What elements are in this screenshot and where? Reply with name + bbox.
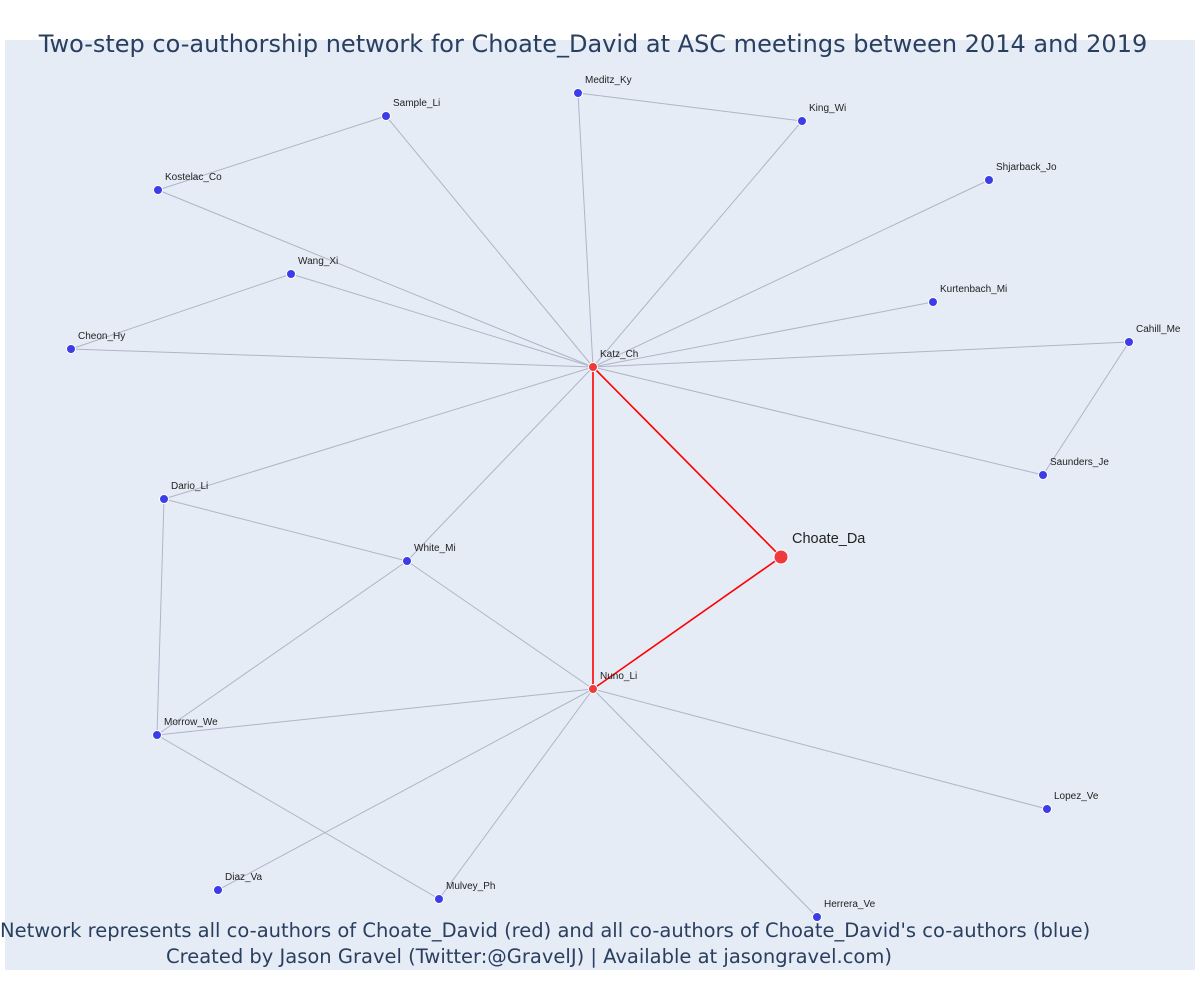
- node-Saunders_Je[interactable]: Saunders_Je: [1038, 457, 1110, 480]
- node-label: Nuno_Li: [600, 671, 637, 682]
- node-label: King_Wi: [809, 103, 846, 114]
- footer-credit: Created by Jason Gravel (Twitter:@Gravel…: [166, 945, 892, 968]
- node-marker[interactable]: [1124, 337, 1134, 347]
- node-marker[interactable]: [152, 730, 162, 740]
- edge-Nuno_Li-Diaz_Va: [217, 688, 594, 891]
- node-label: White_Mi: [414, 543, 456, 554]
- node-Herrera_Ve[interactable]: Herrera_Ve: [812, 899, 876, 922]
- node-Dario_Li[interactable]: Dario_Li: [159, 481, 209, 504]
- node-label: Dario_Li: [171, 481, 208, 492]
- node-marker[interactable]: [773, 549, 789, 565]
- node-label: Shjarback_Jo: [996, 162, 1057, 173]
- node-marker[interactable]: [213, 885, 223, 895]
- edge-Katz_Ch-King_Wi: [592, 120, 803, 368]
- node-Kurtenbach_Mi[interactable]: Kurtenbach_Mi: [928, 284, 1008, 307]
- edge-Katz_Ch-White_Mi: [406, 366, 594, 562]
- node-marker[interactable]: [984, 175, 994, 185]
- node-label: Mulvey_Ph: [446, 881, 495, 892]
- node-marker[interactable]: [928, 297, 938, 307]
- edge-Dario_Li-Morrow_We: [156, 498, 165, 736]
- edge-Cheon_Hy-Katz_Ch: [70, 348, 594, 368]
- node-marker[interactable]: [1038, 470, 1048, 480]
- node-marker[interactable]: [588, 362, 598, 372]
- footer-description: Network represents all co-authors of Cho…: [0, 919, 1091, 942]
- node-Nuno_Li[interactable]: Nuno_Li: [588, 671, 638, 694]
- edge-Cahill_Me-Saunders_Je: [1042, 341, 1130, 476]
- node-Sample_Li[interactable]: Sample_Li: [381, 98, 441, 121]
- node-label: Choate_Da: [792, 531, 866, 547]
- node-Choate_Da[interactable]: Choate_Da: [773, 531, 866, 565]
- node-label: Cheon_Hy: [78, 331, 125, 342]
- node-marker[interactable]: [588, 684, 598, 694]
- node-Wang_Xi[interactable]: Wang_Xi: [286, 256, 339, 279]
- node-Meditz_Ky[interactable]: Meditz_Ky: [573, 75, 632, 98]
- node-layer: Choate_DaKatz_ChNuno_LiMeditz_KyKing_WiS…: [66, 75, 1181, 922]
- node-marker[interactable]: [286, 269, 296, 279]
- plot-background: [5, 40, 1195, 970]
- edge-Morrow_We-Mulvey_Ph: [156, 734, 440, 900]
- node-Diaz_Va[interactable]: Diaz_Va: [213, 872, 263, 895]
- node-marker[interactable]: [434, 894, 444, 904]
- node-Shjarback_Jo[interactable]: Shjarback_Jo: [984, 162, 1058, 185]
- node-label: Lopez_Ve: [1054, 791, 1099, 802]
- edge-Katz_Ch-Sample_Li: [385, 115, 594, 368]
- node-label: Wang_Xi: [298, 256, 338, 267]
- edge-Katz_Ch-Saunders_Je: [592, 366, 1044, 476]
- node-Cheon_Hy[interactable]: Cheon_Hy: [66, 331, 126, 354]
- node-Cahill_Me[interactable]: Cahill_Me: [1124, 324, 1181, 347]
- edge-Choate_Da-Katz_Ch: [592, 366, 782, 558]
- edge-Wang_Xi-Cheon_Hy: [70, 273, 292, 350]
- edge-Katz_Ch-Wang_Xi: [290, 273, 594, 368]
- node-label: Katz_Ch: [600, 349, 638, 360]
- node-label: Sample_Li: [393, 98, 440, 109]
- edge-Katz_Ch-Kurtenbach_Mi: [592, 301, 934, 368]
- edge-Nuno_Li-Lopez_Ve: [592, 688, 1048, 810]
- node-marker[interactable]: [573, 88, 583, 98]
- node-label: Morrow_We: [164, 717, 218, 728]
- edge-Katz_Ch-Meditz_Ky: [577, 92, 594, 368]
- node-White_Mi[interactable]: White_Mi: [402, 543, 456, 566]
- node-label: Kostelac_Co: [165, 172, 222, 183]
- node-marker[interactable]: [797, 116, 807, 126]
- node-Kostelac_Co[interactable]: Kostelac_Co: [153, 172, 223, 195]
- edge-Nuno_Li-Herrera_Ve: [592, 688, 818, 918]
- node-Mulvey_Ph[interactable]: Mulvey_Ph: [434, 881, 496, 904]
- node-marker[interactable]: [812, 912, 822, 922]
- chart-title: Two-step co-authorship network for Choat…: [38, 30, 1148, 58]
- edge-White_Mi-Nuno_Li: [406, 560, 594, 690]
- edge-Sample_Li-Kostelac_Co: [157, 115, 387, 191]
- node-Katz_Ch[interactable]: Katz_Ch: [588, 349, 639, 372]
- node-label: Cahill_Me: [1136, 324, 1181, 335]
- edge-Kostelac_Co-Katz_Ch: [157, 189, 594, 368]
- node-label: Kurtenbach_Mi: [940, 284, 1007, 295]
- node-Morrow_We[interactable]: Morrow_We: [152, 717, 219, 740]
- edge-Katz_Ch-Shjarback_Jo: [592, 179, 990, 368]
- node-label: Herrera_Ve: [824, 899, 876, 910]
- node-marker[interactable]: [381, 111, 391, 121]
- edge-layer: [70, 92, 1130, 918]
- edge-Meditz_Ky-King_Wi: [577, 92, 803, 122]
- node-label: Saunders_Je: [1050, 457, 1109, 468]
- edge-Morrow_We-Nuno_Li: [156, 688, 594, 736]
- edge-Nuno_Li-Mulvey_Ph: [438, 688, 594, 900]
- node-King_Wi[interactable]: King_Wi: [797, 103, 847, 126]
- edge-Katz_Ch-Cahill_Me: [592, 341, 1130, 368]
- node-marker[interactable]: [153, 185, 163, 195]
- node-marker[interactable]: [66, 344, 76, 354]
- edge-White_Mi-Morrow_We: [156, 560, 408, 736]
- node-label: Meditz_Ky: [585, 75, 632, 86]
- node-label: Diaz_Va: [225, 872, 262, 883]
- node-marker[interactable]: [402, 556, 412, 566]
- edge-Dario_Li-White_Mi: [163, 498, 408, 562]
- node-Lopez_Ve[interactable]: Lopez_Ve: [1042, 791, 1099, 814]
- edge-Katz_Ch-Dario_Li: [163, 366, 594, 500]
- edge-Choate_Da-Nuno_Li: [592, 556, 782, 690]
- node-marker[interactable]: [159, 494, 169, 504]
- node-marker[interactable]: [1042, 804, 1052, 814]
